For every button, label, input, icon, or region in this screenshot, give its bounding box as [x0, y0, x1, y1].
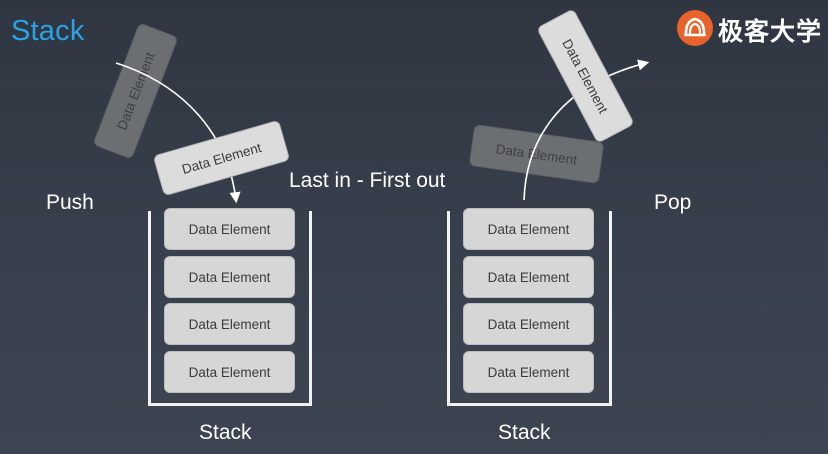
pop-stack-item: Data Element	[463, 256, 594, 298]
lifo-caption: Last in - First out	[289, 169, 446, 192]
stack-caption-right: Stack	[498, 421, 551, 444]
pop-stack-container	[447, 211, 612, 406]
push-stack-item: Data Element	[164, 303, 295, 345]
push-label: Push	[46, 191, 94, 214]
geek-university-logo-icon	[677, 10, 713, 46]
pop-stack-item: Data Element	[463, 208, 594, 250]
push-stack-item: Data Element	[164, 256, 295, 298]
pop-arrow	[523, 59, 650, 201]
push-stack-item: Data Element	[164, 208, 295, 250]
brand-logo: 极客大学	[676, 8, 826, 48]
push-stack-item: Data Element	[164, 351, 295, 393]
pop-stack-item: Data Element	[463, 351, 594, 393]
push-stack-container	[148, 211, 312, 406]
pop-label: Pop	[654, 191, 692, 214]
logo-text: 极客大学	[718, 17, 823, 46]
pop-stack-item: Data Element	[463, 303, 594, 345]
slide-title: Stack	[11, 15, 85, 47]
stack-caption-left: Stack	[199, 421, 252, 444]
